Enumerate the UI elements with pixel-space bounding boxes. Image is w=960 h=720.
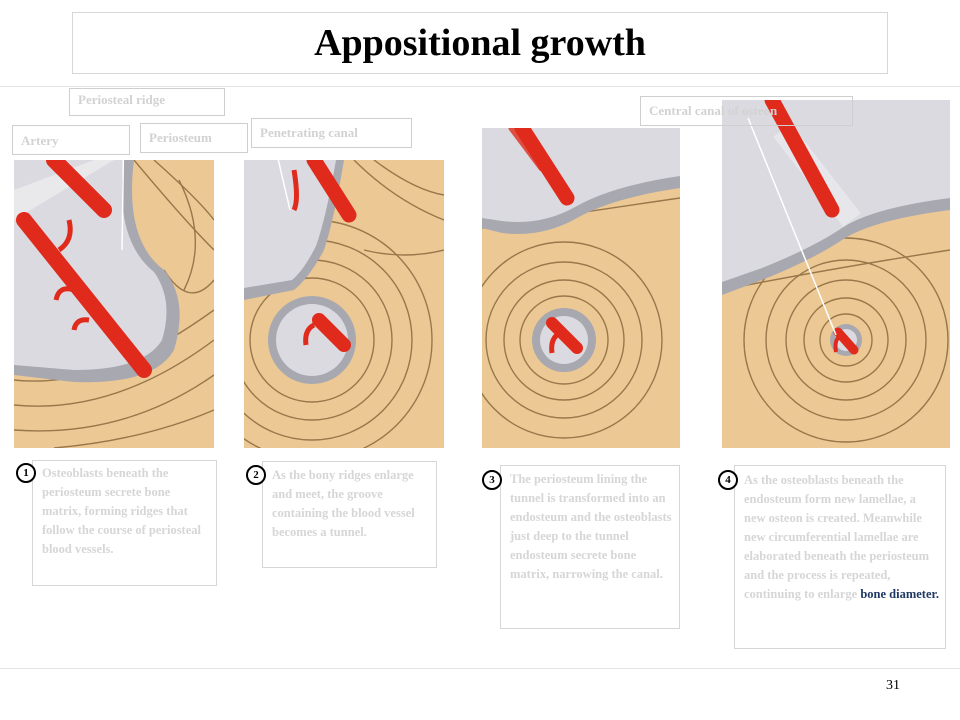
step-1-number: 1: [16, 463, 36, 483]
page-number: 31: [886, 678, 900, 693]
top-divider: [0, 86, 960, 87]
step-4-caption-highlight: bone diameter.: [860, 587, 940, 601]
panel-2-illustration: [244, 160, 444, 448]
step-4-number: 4: [718, 470, 738, 490]
label-periosteal-ridge: Periosteal ridge: [69, 88, 225, 116]
title-box: Appositional growth: [72, 12, 888, 74]
step-3-caption-box: [500, 465, 680, 629]
step-1-caption: Osteoblasts beneath the periosteum secre…: [42, 466, 201, 556]
step-2-caption-box: [262, 461, 437, 568]
bottom-divider: [0, 668, 960, 669]
panel-3-illustration: [482, 128, 680, 448]
panel-1-illustration: [14, 160, 214, 448]
step-4-caption: As the osteoblasts beneath the endosteum…: [744, 471, 940, 604]
step-1-caption-box: [32, 460, 217, 586]
slide-title: Appositional growth: [314, 22, 646, 64]
step-3-caption: The periosteum lining the tunnel is tran…: [510, 472, 672, 581]
step-4-caption-box: [734, 465, 946, 649]
label-periosteum: Periosteum: [140, 123, 248, 153]
step-3-number: 3: [482, 470, 502, 490]
step-4-caption-main: As the osteoblasts beneath the endosteum…: [744, 473, 930, 601]
step-2-number: 2: [246, 465, 266, 485]
step-2-caption: As the bony ridges enlarge and meet, the…: [272, 468, 415, 539]
label-artery: Artery: [12, 125, 130, 155]
panel-4-illustration: [722, 100, 950, 448]
label-penetrating-canal: Penetrating canal: [251, 118, 412, 148]
label-central-canal: Central canal of osteon: [640, 96, 853, 126]
